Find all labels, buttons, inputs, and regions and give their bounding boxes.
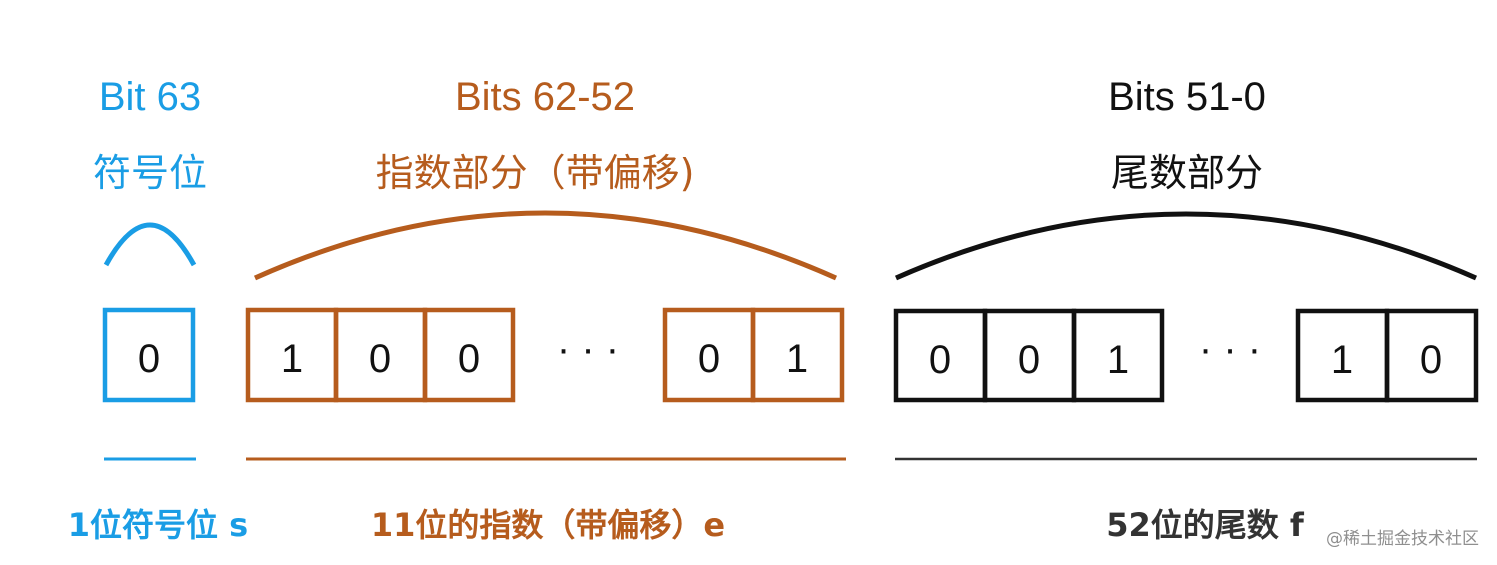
exponent-subtitle: 指数部分（带偏移)	[376, 151, 695, 195]
exponent-ellipsis: · · ·	[557, 327, 619, 371]
sign-section: Bit 63 符号位 0 1位符号位 s	[68, 75, 248, 544]
exponent-bit-value: 0	[458, 337, 480, 381]
sign-arc	[103, 222, 197, 267]
exponent-bit-value: 0	[369, 337, 391, 381]
mantissa-caption: 52位的尾数 f	[1106, 506, 1305, 544]
exponent-bit-value: 1	[786, 337, 808, 381]
mantissa-bit-value: 0	[929, 338, 951, 382]
sign-bit-value: 0	[138, 337, 160, 381]
exponent-bit-cell	[422, 307, 516, 403]
exponent-title: Bits 62-52	[455, 75, 635, 119]
sign-bit-cell	[102, 307, 196, 403]
watermark-text: @稀土掘金技术社区	[1326, 529, 1479, 549]
mantissa-title: Bits 51-0	[1108, 75, 1266, 119]
mantissa-bit-cell	[1384, 308, 1479, 403]
mantissa-ellipsis: · · ·	[1199, 327, 1261, 371]
sign-caption: 1位符号位 s	[68, 506, 248, 544]
exponent-bit-value: 1	[281, 337, 303, 381]
mantissa-section: Bits 51-0 尾数部分 0 0 1 · · · 1 0 52位的尾数 f	[893, 75, 1479, 544]
mantissa-bit-value: 1	[1107, 338, 1129, 382]
exponent-caption: 11位的指数（带偏移）e	[371, 506, 725, 544]
exponent-bit-cell	[750, 307, 845, 403]
mantissa-bit-cell	[1071, 308, 1165, 403]
mantissa-bit-value: 0	[1018, 338, 1040, 382]
sign-title: Bit 63	[99, 75, 201, 119]
mantissa-bit-value: 1	[1331, 338, 1353, 382]
sign-subtitle: 符号位	[93, 151, 207, 195]
mantissa-subtitle: 尾数部分	[1111, 151, 1263, 195]
exponent-arc	[253, 210, 838, 281]
exponent-section: Bits 62-52 指数部分（带偏移) 1 0 0 · · · 0 1 11位…	[245, 75, 846, 544]
mantissa-arc	[894, 211, 1478, 281]
mantissa-bit-value: 0	[1420, 338, 1442, 382]
exponent-bit-value: 0	[698, 337, 720, 381]
